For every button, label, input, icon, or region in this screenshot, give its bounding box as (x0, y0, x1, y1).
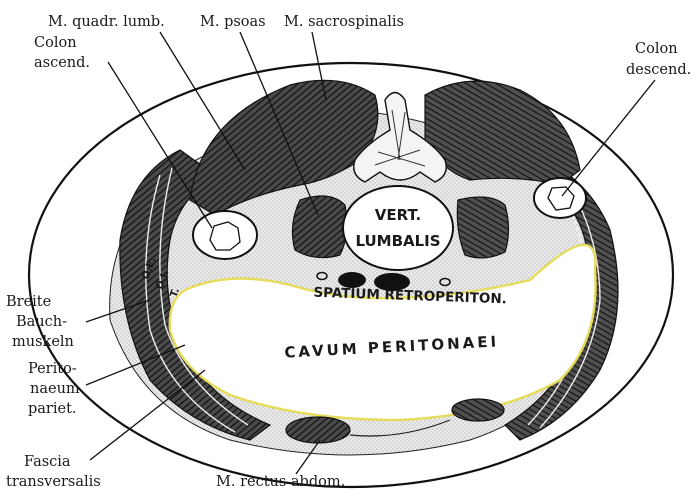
label-fascia-1: Fascia (24, 454, 71, 470)
label-m-quadr-lumb: M. quadr. lumb. (48, 14, 165, 30)
label-peritoneum-2: naeum (30, 381, 80, 397)
label-breite-3: muskeln (12, 334, 74, 350)
label-breite-1: Breite (6, 294, 51, 310)
right-rectus-abdominis (452, 399, 504, 421)
vert-label-line1: VERT. (375, 206, 421, 224)
left-rectus-abdominis (286, 417, 350, 443)
label-colon-descend-1: Colon (635, 41, 678, 57)
label-peritoneum-3: pariet. (28, 401, 77, 417)
label-colon-ascend-2: ascend. (34, 55, 90, 71)
label-peritoneum-1: Perito- (28, 361, 77, 377)
label-colon-ascend-1: Colon (34, 35, 77, 51)
left-psoas (292, 196, 346, 258)
right-back-muscles (425, 81, 580, 185)
label-breite-2: Bauch- (16, 314, 67, 330)
vertebral-body (343, 186, 453, 270)
right-psoas (457, 197, 508, 258)
label-m-rectus: M. rectus abdom. (216, 474, 345, 490)
label-m-psoas: M. psoas (200, 14, 266, 30)
label-m-sacrospinalis: M. sacrospinalis (284, 14, 404, 30)
label-fascia-2: transversalis (6, 474, 101, 490)
vert-label-line2: LUMBALIS (355, 232, 440, 250)
label-colon-descend-2: descend. (626, 62, 691, 78)
colon-ascendens-lumen (210, 222, 240, 250)
